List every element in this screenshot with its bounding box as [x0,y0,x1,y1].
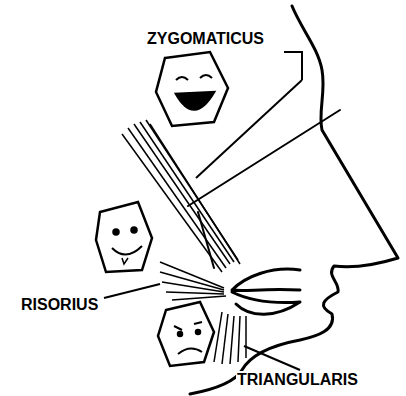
leader-line [104,52,302,370]
muscle-label: TRIANGULARIS [236,371,359,389]
cheek-line [188,110,340,206]
sad-face [158,302,214,366]
lips [232,269,300,314]
triangularis-muscle [214,312,246,364]
risorius-muscle [160,262,226,300]
face-profile [190,6,398,394]
smiling-face [96,202,152,272]
laughing-face [156,52,228,126]
muscle-label: RISORIUS [20,296,99,314]
muscle-label: ZYGOMATICUS [146,30,265,48]
